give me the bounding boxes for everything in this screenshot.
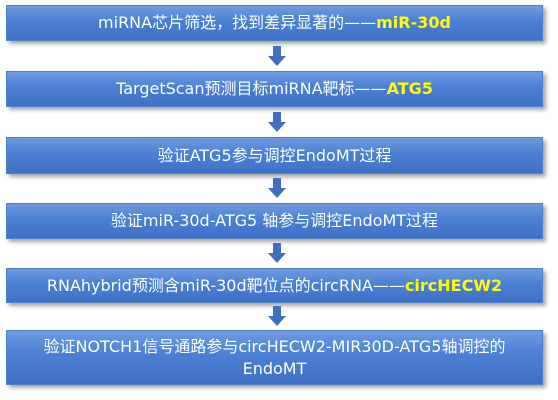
- step-3-verify-atg5: 验证ATG5参与调控EndoMT过程: [6, 137, 543, 174]
- down-arrow-icon: [268, 306, 286, 326]
- step-1-text: miRNA芯片筛选，找到差异显著的——: [98, 13, 377, 33]
- step-6-verify-notch1-pathway: 验证NOTCH1信号通路参与circHECW2-MIR30D-ATG5轴调控的E…: [6, 330, 543, 385]
- step-4-text: 验证miR-30d-ATG5 轴参与调控EndoMT过程: [110, 211, 439, 231]
- step-4-verify-mir30d-atg5-axis: 验证miR-30d-ATG5 轴参与调控EndoMT过程: [6, 203, 543, 239]
- step-6-text: 验证NOTCH1信号通路参与circHECW2-MIR30D-ATG5轴调控的E…: [43, 336, 506, 378]
- down-arrow-icon: [268, 243, 286, 263]
- step-5-text: RNAhybrid预测含miR-30d靶位点的circRNA——: [46, 275, 405, 295]
- step-5-highlight: circHECW2: [404, 275, 503, 295]
- step-1-highlight: miR-30d: [376, 13, 451, 33]
- step-5-rnahybrid-prediction: RNAhybrid预测含miR-30d靶位点的circRNA——circHECW…: [6, 268, 543, 303]
- down-arrow-icon: [268, 178, 286, 198]
- step-3-text: 验证ATG5参与调控EndoMT过程: [157, 145, 392, 165]
- step-1-mirna-chip-screening: miRNA芯片筛选，找到差异显著的——miR-30d: [6, 5, 543, 41]
- step-2-text: TargetScan预测目标miRNA靶标——: [116, 79, 387, 99]
- step-2-targetscan-prediction: TargetScan预测目标miRNA靶标——ATG5: [6, 71, 543, 107]
- down-arrow-icon: [268, 112, 286, 132]
- down-arrow-icon: [268, 46, 286, 66]
- step-2-highlight: ATG5: [386, 79, 433, 99]
